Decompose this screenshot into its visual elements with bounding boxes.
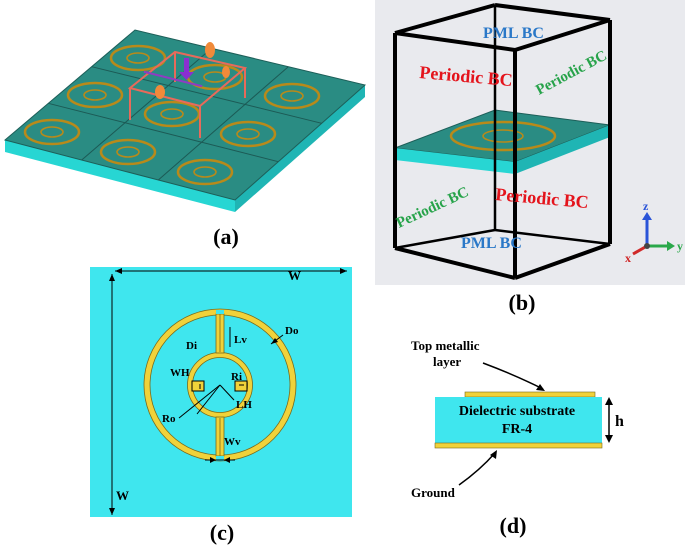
caption-b: (b): [508, 290, 536, 315]
label-Ri: Ri: [231, 371, 242, 383]
substrate-top: [3, 29, 367, 201]
panel-d: Dielectric substrate FR-4 h Top metallic…: [395, 335, 655, 549]
substrate-side-right: [235, 85, 365, 212]
panel-b: PML BC Periodic BC Periodic BC Periodic …: [375, 0, 685, 325]
top-layer-label-1: Top metallic: [411, 338, 480, 353]
substrate-side-left: [5, 140, 235, 212]
probe-marker: [205, 42, 215, 58]
unit-cell-boundary-box: [127, 50, 248, 138]
label-Wv: Wv: [224, 436, 241, 448]
substrate-label: Dielectric substrate: [459, 404, 575, 419]
substrate-material-label: FR-4: [502, 422, 532, 437]
axis-y-label: y: [677, 239, 683, 253]
label-LH: LH: [236, 399, 252, 411]
axis-z-label: z: [643, 199, 649, 213]
top-metallic-layer: [464, 391, 596, 398]
label-Do: Do: [285, 325, 299, 337]
label-WH: WH: [170, 367, 190, 379]
thickness-label: h: [615, 413, 624, 430]
dim-W-left: W: [116, 488, 129, 503]
label-pml-top: PML BC: [483, 25, 544, 42]
patch-left: [191, 380, 205, 392]
probe-marker: [222, 66, 230, 78]
simulation-box: PML BC Periodic BC Periodic BC Periodic …: [375, 0, 685, 285]
label-Di: Di: [186, 340, 197, 352]
excitation-arrow: [179, 58, 194, 80]
label-Ro: Ro: [162, 413, 176, 425]
patch-right: [234, 380, 248, 392]
caption-d: (d): [499, 513, 527, 538]
panel-a: (a): [0, 0, 370, 249]
unit-cell-slab-front: [395, 148, 515, 174]
metasurface-array-3d: [3, 29, 367, 212]
boundary-box-edges: [393, 3, 612, 280]
unit-cell-slab-right: [515, 125, 610, 174]
dielectric-substrate: [435, 397, 602, 443]
axis-x-label: x: [625, 251, 631, 265]
panel-c: W W Do Di: [85, 262, 365, 549]
dim-W-top: W: [288, 268, 301, 283]
unit-cell-top-view: W W Do Di: [90, 267, 352, 517]
caption-a: (a): [213, 224, 239, 249]
cyan-board: [90, 267, 352, 517]
top-layer-label-2: layer: [433, 354, 461, 369]
inner-ring: [187, 352, 253, 418]
layer-cross-section: Dielectric substrate FR-4 h Top metallic…: [411, 338, 624, 500]
label-Lv: Lv: [234, 334, 247, 346]
axes-triad: z y x: [625, 199, 683, 265]
caption-c: (c): [209, 520, 235, 545]
ground-layer: [434, 442, 603, 449]
label-pml-bottom: PML BC: [461, 235, 522, 252]
probe-marker: [155, 85, 165, 99]
ground-label: Ground: [411, 485, 456, 500]
